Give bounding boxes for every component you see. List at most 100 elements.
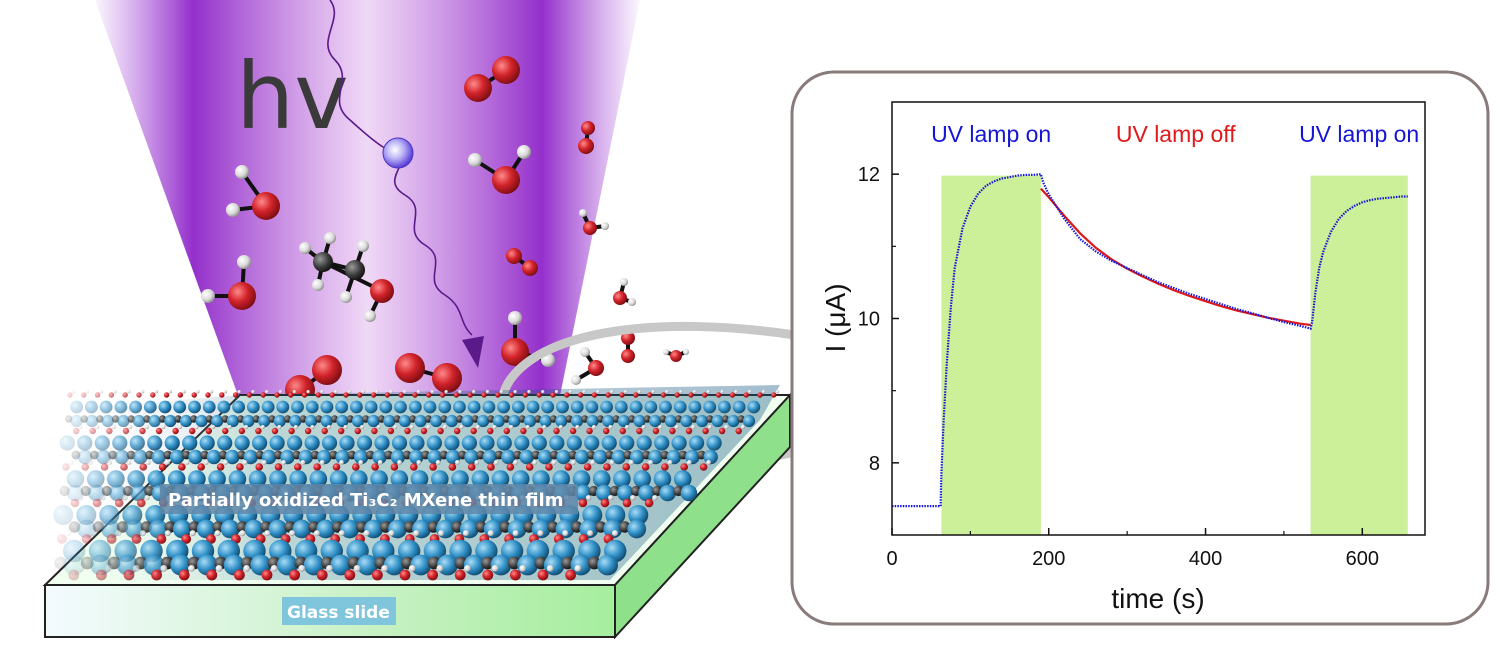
titanium-atom (133, 449, 148, 465)
hydrogen-atom (491, 565, 499, 572)
titanium-atom (252, 435, 268, 451)
hydrogen-atom (357, 240, 369, 252)
titanium-atom (234, 435, 250, 451)
hydrogen-atom (78, 495, 84, 501)
oxygen-atom (506, 463, 515, 471)
titanium-atom (680, 414, 693, 428)
oxygen-atom (603, 463, 611, 471)
hydrogen-atom (188, 565, 195, 572)
hydrogen-atom (568, 390, 573, 394)
titanium-atom (164, 414, 177, 428)
oxygen-atom (622, 498, 632, 508)
hydrogen-atom (381, 565, 388, 572)
oxygen-atom (702, 427, 709, 435)
oxygen-atom (448, 463, 457, 471)
titanium-atom (572, 470, 591, 488)
titanium-atom (526, 400, 540, 414)
hydrogen-atom (227, 425, 232, 429)
oxygen-atom (536, 392, 542, 398)
oxygen-atom (661, 463, 669, 471)
oxygen-atom (172, 427, 179, 435)
hydrogen-atom (242, 460, 248, 465)
hydrogen-atom (377, 460, 383, 465)
titanium-atom (644, 400, 658, 414)
hydrogen-atom (630, 495, 636, 501)
titanium-atom (619, 435, 635, 451)
titanium-atom (391, 435, 408, 451)
hydrogen-atom (575, 425, 580, 429)
oxygen-atom (123, 569, 135, 581)
hydrogen-atom (651, 390, 655, 394)
titanium-atom (320, 414, 333, 428)
titanium-atom (305, 400, 319, 414)
oxygen-atom (274, 392, 280, 398)
hydrogen-atom (298, 565, 306, 572)
hydrogen-atom (347, 390, 352, 394)
titanium-atom (654, 435, 670, 451)
hydrogen-atom (115, 530, 122, 537)
hydrogen-atom (161, 425, 166, 429)
oxygen-atom (288, 392, 294, 398)
titanium-atom (585, 400, 599, 414)
titanium-atom (172, 519, 192, 539)
hydrogen-atom (251, 390, 255, 394)
hydrogen-atom (408, 565, 416, 572)
titanium-atom (649, 414, 662, 428)
hydrogen-atom (363, 530, 370, 537)
oxygen-atom (685, 427, 693, 435)
titanium-atom (511, 400, 525, 414)
titanium-atom (629, 400, 643, 414)
oxygen-atom (155, 427, 163, 435)
hydrogen-atom (140, 390, 145, 394)
hydrogen-atom (194, 425, 199, 429)
titanium-atom (680, 484, 698, 502)
titanium-atom (570, 414, 584, 428)
titanium-atom (335, 449, 350, 465)
uv-on-region-1 (1310, 175, 1408, 536)
hydrogen-atom (775, 390, 780, 394)
hydrogen-atom (579, 209, 587, 217)
molecule-9 (621, 331, 635, 363)
titanium-atom (423, 539, 447, 563)
titanium-atom (70, 400, 84, 414)
titanium-atom (85, 400, 98, 414)
hydrogen-atom (608, 425, 613, 429)
oxygen-atom (205, 392, 211, 398)
titanium-atom (410, 470, 429, 488)
molecule-7 (579, 209, 609, 235)
hydrogen-atom (145, 460, 151, 465)
oxygen-atom (454, 569, 466, 581)
titanium-atom (114, 400, 128, 414)
titanium-atom (199, 435, 215, 451)
hydrogen-atom (459, 425, 464, 429)
hydrogen-atom (665, 390, 669, 394)
oxygen-atom (545, 463, 553, 471)
oxygen-atom (96, 569, 107, 581)
titanium-atom (53, 505, 74, 525)
hydrogen-atom (128, 425, 133, 429)
oxygen-atom (553, 427, 560, 435)
oxygen-atom (122, 392, 128, 398)
titanium-atom (482, 449, 498, 465)
oxygen-atom (114, 498, 124, 508)
molecule-13 (571, 347, 604, 385)
titanium-atom (70, 414, 83, 428)
titanium-atom (552, 470, 570, 488)
titanium-atom (208, 470, 226, 488)
titanium-atom (117, 414, 130, 428)
hydrogen-atom (686, 460, 692, 465)
titanium-atom (206, 449, 222, 465)
hydrogen-atom (310, 425, 315, 429)
titanium-atom (188, 449, 203, 465)
hydrogen-atom (324, 232, 336, 244)
film-label-bg (160, 484, 578, 514)
titanium-atom (464, 449, 479, 465)
oxygen-atom (771, 392, 777, 398)
oxygen-atom (591, 392, 598, 398)
titanium-atom (508, 414, 521, 428)
titanium-atom (268, 519, 288, 539)
titanium-atom (579, 519, 599, 539)
molecule-0 (464, 56, 520, 102)
titanium-atom (167, 470, 186, 488)
